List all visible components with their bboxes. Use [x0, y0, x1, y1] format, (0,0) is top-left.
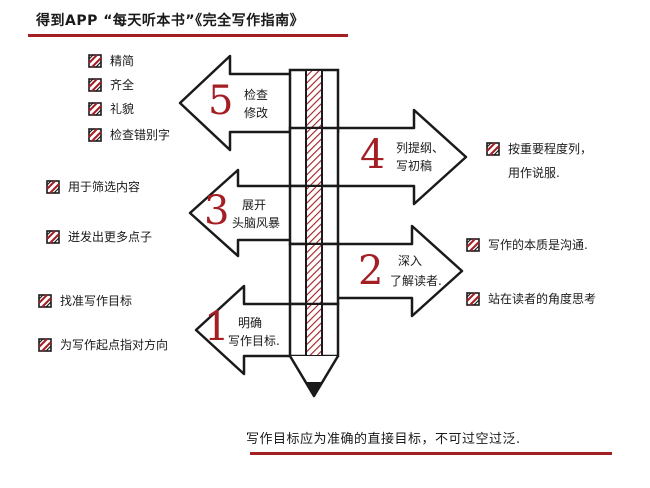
pencil-segment: [305, 185, 323, 245]
step1-number: 1: [204, 304, 230, 350]
hatched-checkbox-icon: [88, 101, 102, 116]
note-text: 写作的本质是沟通.: [488, 238, 588, 252]
hatched-checkbox-icon: [88, 53, 102, 68]
step5-arrow: [178, 54, 308, 152]
note-item: 写作的本质是沟通.: [466, 236, 588, 253]
note-item: 齐全: [88, 76, 134, 93]
note-text: 齐全: [110, 78, 135, 92]
note-item: 迸发出更多点子: [46, 228, 152, 245]
pencil-segment: [305, 69, 323, 133]
step4-label-line2: 写初稿: [396, 159, 433, 173]
note-item: 礼貌: [88, 100, 134, 117]
pencil-lead: [306, 382, 322, 396]
title-underline: [28, 34, 348, 37]
note-text: 检查错别字: [110, 128, 171, 142]
hatched-checkbox-icon: [88, 77, 102, 92]
note-item: 精简: [88, 52, 134, 69]
hatched-checkbox-icon: [46, 229, 60, 244]
step1-label-line2: 写作目标.: [228, 334, 280, 348]
step4-number: 4: [360, 132, 386, 178]
hatched-checkbox-icon: [88, 127, 102, 142]
step3-number: 3: [204, 188, 230, 234]
note-item: 为写作起点指对方向: [38, 336, 168, 353]
note-item: 检查错别字: [88, 126, 170, 143]
note-text: 迸发出更多点子: [68, 230, 153, 244]
note-text: 按重要程度列，: [508, 142, 593, 156]
hatched-checkbox-icon: [486, 141, 500, 156]
pencil-segment: [305, 303, 323, 357]
note-item: 用作说服.: [508, 164, 560, 181]
hatched-checkbox-icon: [466, 291, 480, 306]
step1-label-line1: 明确: [238, 316, 263, 330]
note-item: 用于筛选内容: [46, 178, 140, 195]
note-text: 用作说服.: [508, 166, 560, 180]
step5-label-line2: 修改: [244, 106, 269, 120]
footer-note: 写作目标应为准确的直接目标，不可过空过泛.: [246, 432, 521, 447]
note-text: 站在读者的角度思考: [488, 292, 597, 306]
note-text: 礼貌: [110, 102, 135, 116]
note-text: 找准写作目标: [60, 294, 133, 308]
step2-label-line1: 深入: [398, 254, 423, 268]
hatched-checkbox-icon: [466, 237, 480, 252]
note-text: 用于筛选内容: [68, 180, 141, 194]
note-item: 按重要程度列，: [486, 140, 592, 157]
hatched-checkbox-icon: [46, 179, 60, 194]
step3-label-line2: 头脑风暴: [232, 216, 281, 230]
step2-number: 2: [358, 248, 384, 294]
note-text: 精简: [110, 54, 135, 68]
hatched-checkbox-icon: [38, 337, 52, 352]
footer-underline: [250, 452, 612, 455]
step4-label-line1: 列提纲、: [396, 141, 445, 155]
note-item: 找准写作目标: [38, 292, 132, 309]
step2-label-line2: 了解读者.: [390, 274, 442, 288]
page-title: 得到APP “每天听本书”《完全写作指南》: [36, 13, 305, 29]
step5-label-line1: 检查: [244, 88, 269, 102]
hatched-checkbox-icon: [38, 293, 52, 308]
step3-label-line1: 展开: [242, 198, 267, 212]
note-item: 站在读者的角度思考: [466, 290, 596, 307]
pencil-segment: [305, 127, 323, 187]
step5-number: 5: [208, 78, 234, 124]
pencil-segment: [305, 243, 323, 305]
note-text: 为写作起点指对方向: [60, 338, 169, 352]
